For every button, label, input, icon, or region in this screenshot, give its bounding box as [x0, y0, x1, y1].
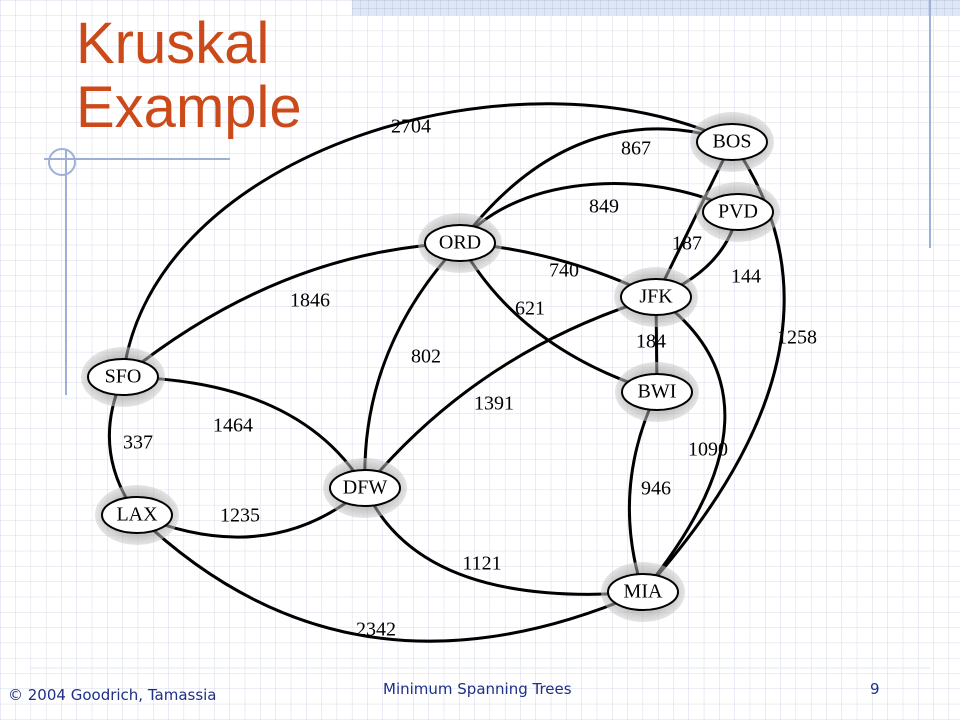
edge-weight-label: 1090 [688, 439, 728, 461]
node-label: SFO [105, 366, 142, 388]
node-label: PVD [718, 201, 758, 223]
node-dfw [329, 469, 401, 507]
node-label: JFK [639, 286, 673, 308]
node-label: BOS [713, 131, 752, 153]
edge-weight-label: 144 [731, 266, 761, 288]
node-label: BWI [638, 381, 677, 403]
node-pvd [702, 193, 774, 231]
node-bos [696, 123, 768, 161]
edge-weight-label: 184 [636, 331, 666, 353]
node-label: MIA [624, 581, 663, 603]
edge-weight-label: 1391 [474, 393, 514, 415]
edge-weight-label: 2342 [356, 619, 396, 641]
edge-weight-label: 867 [621, 138, 651, 160]
node-sfo [87, 358, 159, 396]
footer-page-number: 9 [870, 680, 880, 698]
node-layer: BOS PVD ORD JFK BWI SFO LAX DFW MIA [87, 123, 774, 611]
page-title: Kruskal Example [76, 12, 302, 140]
edge-weight-label: 1464 [213, 415, 253, 437]
node-jfk [620, 278, 692, 316]
edge-weight-label: 1235 [220, 505, 260, 527]
edge-weight-label: 337 [123, 432, 153, 454]
edge-dfw-mia [363, 487, 644, 596]
edge-sfo-bos [121, 102, 733, 378]
edge-sfo-ord [122, 241, 461, 379]
node-ord [424, 224, 496, 262]
edge-weight-label: 621 [515, 298, 545, 320]
title-line-2: Example [76, 75, 302, 140]
edge-ord-dfw [363, 241, 462, 489]
edge-weight-label: 187 [672, 233, 702, 255]
edge-lax-mia [135, 513, 644, 643]
edge-weight-label: 1258 [777, 327, 817, 349]
edge-jfk-dfw [363, 295, 657, 489]
edge-weight-label: 849 [589, 196, 619, 218]
node-lax [101, 496, 173, 534]
edge-weight-label: 740 [549, 260, 579, 282]
footer-subject: Minimum Spanning Trees [383, 680, 572, 698]
edge-weight-label: 1121 [462, 553, 501, 575]
node-label: LAX [116, 504, 158, 526]
edge-weight-label: 802 [411, 346, 441, 368]
edge-weight-label: 2704 [391, 116, 431, 138]
node-mia [607, 573, 679, 611]
footer-copyright: © 2004 Goodrich, Tamassia [8, 686, 217, 704]
title-line-1: Kruskal [76, 11, 270, 76]
top-accent-bar [352, 0, 960, 16]
edge-weight-label: 1846 [290, 290, 330, 312]
corner-ornament [48, 148, 76, 176]
edge-jfk-mia [641, 295, 727, 593]
node-bwi [621, 373, 693, 411]
node-label: DFW [343, 477, 388, 499]
edge-weight-label: 946 [641, 478, 671, 500]
node-label: ORD [439, 232, 481, 254]
